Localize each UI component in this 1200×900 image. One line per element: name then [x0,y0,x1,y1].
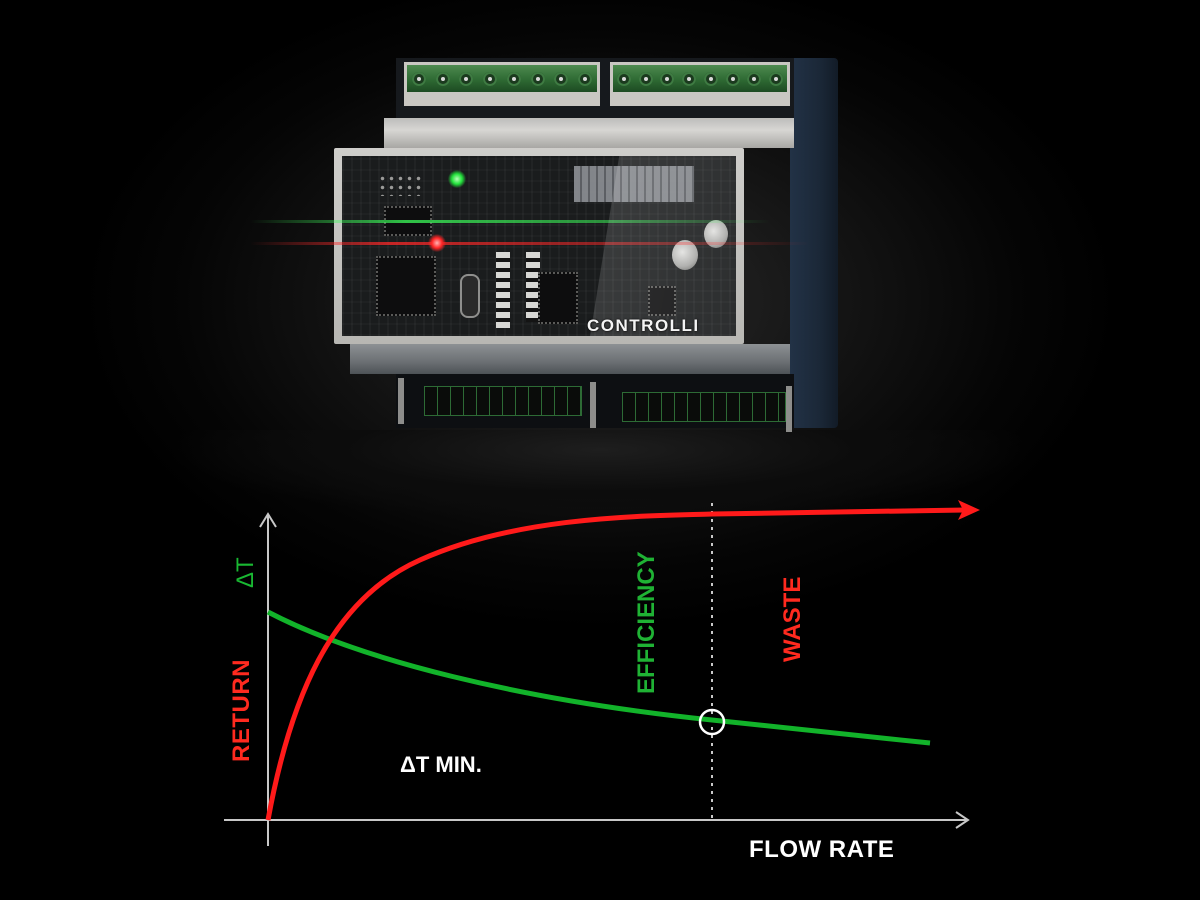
connector-pin [703,71,718,86]
ic-chip [538,272,578,324]
bottom-terminal-left [424,386,582,416]
pin-header [378,174,424,196]
connector-pin [506,71,521,86]
connector-pin [483,71,498,86]
device-bottom-rail [350,344,790,374]
connector-pin [578,71,593,86]
floor-reflection [0,430,1200,570]
crystal-oscillator [460,274,480,318]
device-foot [786,386,792,432]
connector-pin [769,71,784,86]
connector-pin [638,71,653,86]
device-foot [590,382,596,428]
connector-pin [682,71,697,86]
red-led-icon [428,234,446,252]
red-light-beam [250,242,810,245]
microcontroller-chip [376,256,436,316]
connector-pin [530,71,545,86]
x-axis [224,811,970,829]
connector-pin [747,71,762,86]
threshold-label-delta-t-min: ΔT MIN. [400,752,482,777]
device-top-rail [384,118,794,148]
display-strip [574,166,694,202]
component-column [526,252,540,322]
device-foot [398,378,404,424]
controller-device: CONTROLLI [250,58,838,432]
y-axis [259,512,277,846]
connector-pin [435,71,450,86]
operating-point-circle-icon [698,708,726,736]
connector-pin [554,71,569,86]
return-curve-arrow-icon [958,500,980,520]
y-axis-label-delta-t: ΔT [232,557,259,588]
y-axis-arrow-icon [259,512,277,528]
component-column [496,252,510,328]
connector-pin [411,71,426,86]
delta-t-curve [266,609,931,746]
brand-logo: CONTROLLI [587,316,700,335]
connector-pin [616,71,631,86]
region-label-waste: WASTE [779,576,806,662]
connector-pin [459,71,474,86]
capacitor [672,240,698,270]
green-light-beam [250,220,770,223]
green-led-icon [448,170,466,188]
return-curve [265,507,966,821]
x-axis-label-flow-rate: FLOW RATE [749,836,895,863]
circuit-board [342,156,736,336]
x-axis-arrow-icon [955,811,970,829]
top-connector-left [404,62,600,106]
connector-pin [660,71,675,86]
top-connector-right [610,62,790,106]
y-axis-label-return: RETURN [228,659,255,762]
bottom-terminal-right [622,392,786,422]
connector-pin [725,71,740,86]
region-label-efficiency: EFFICIENCY [633,551,660,694]
ic-chip [648,286,676,316]
